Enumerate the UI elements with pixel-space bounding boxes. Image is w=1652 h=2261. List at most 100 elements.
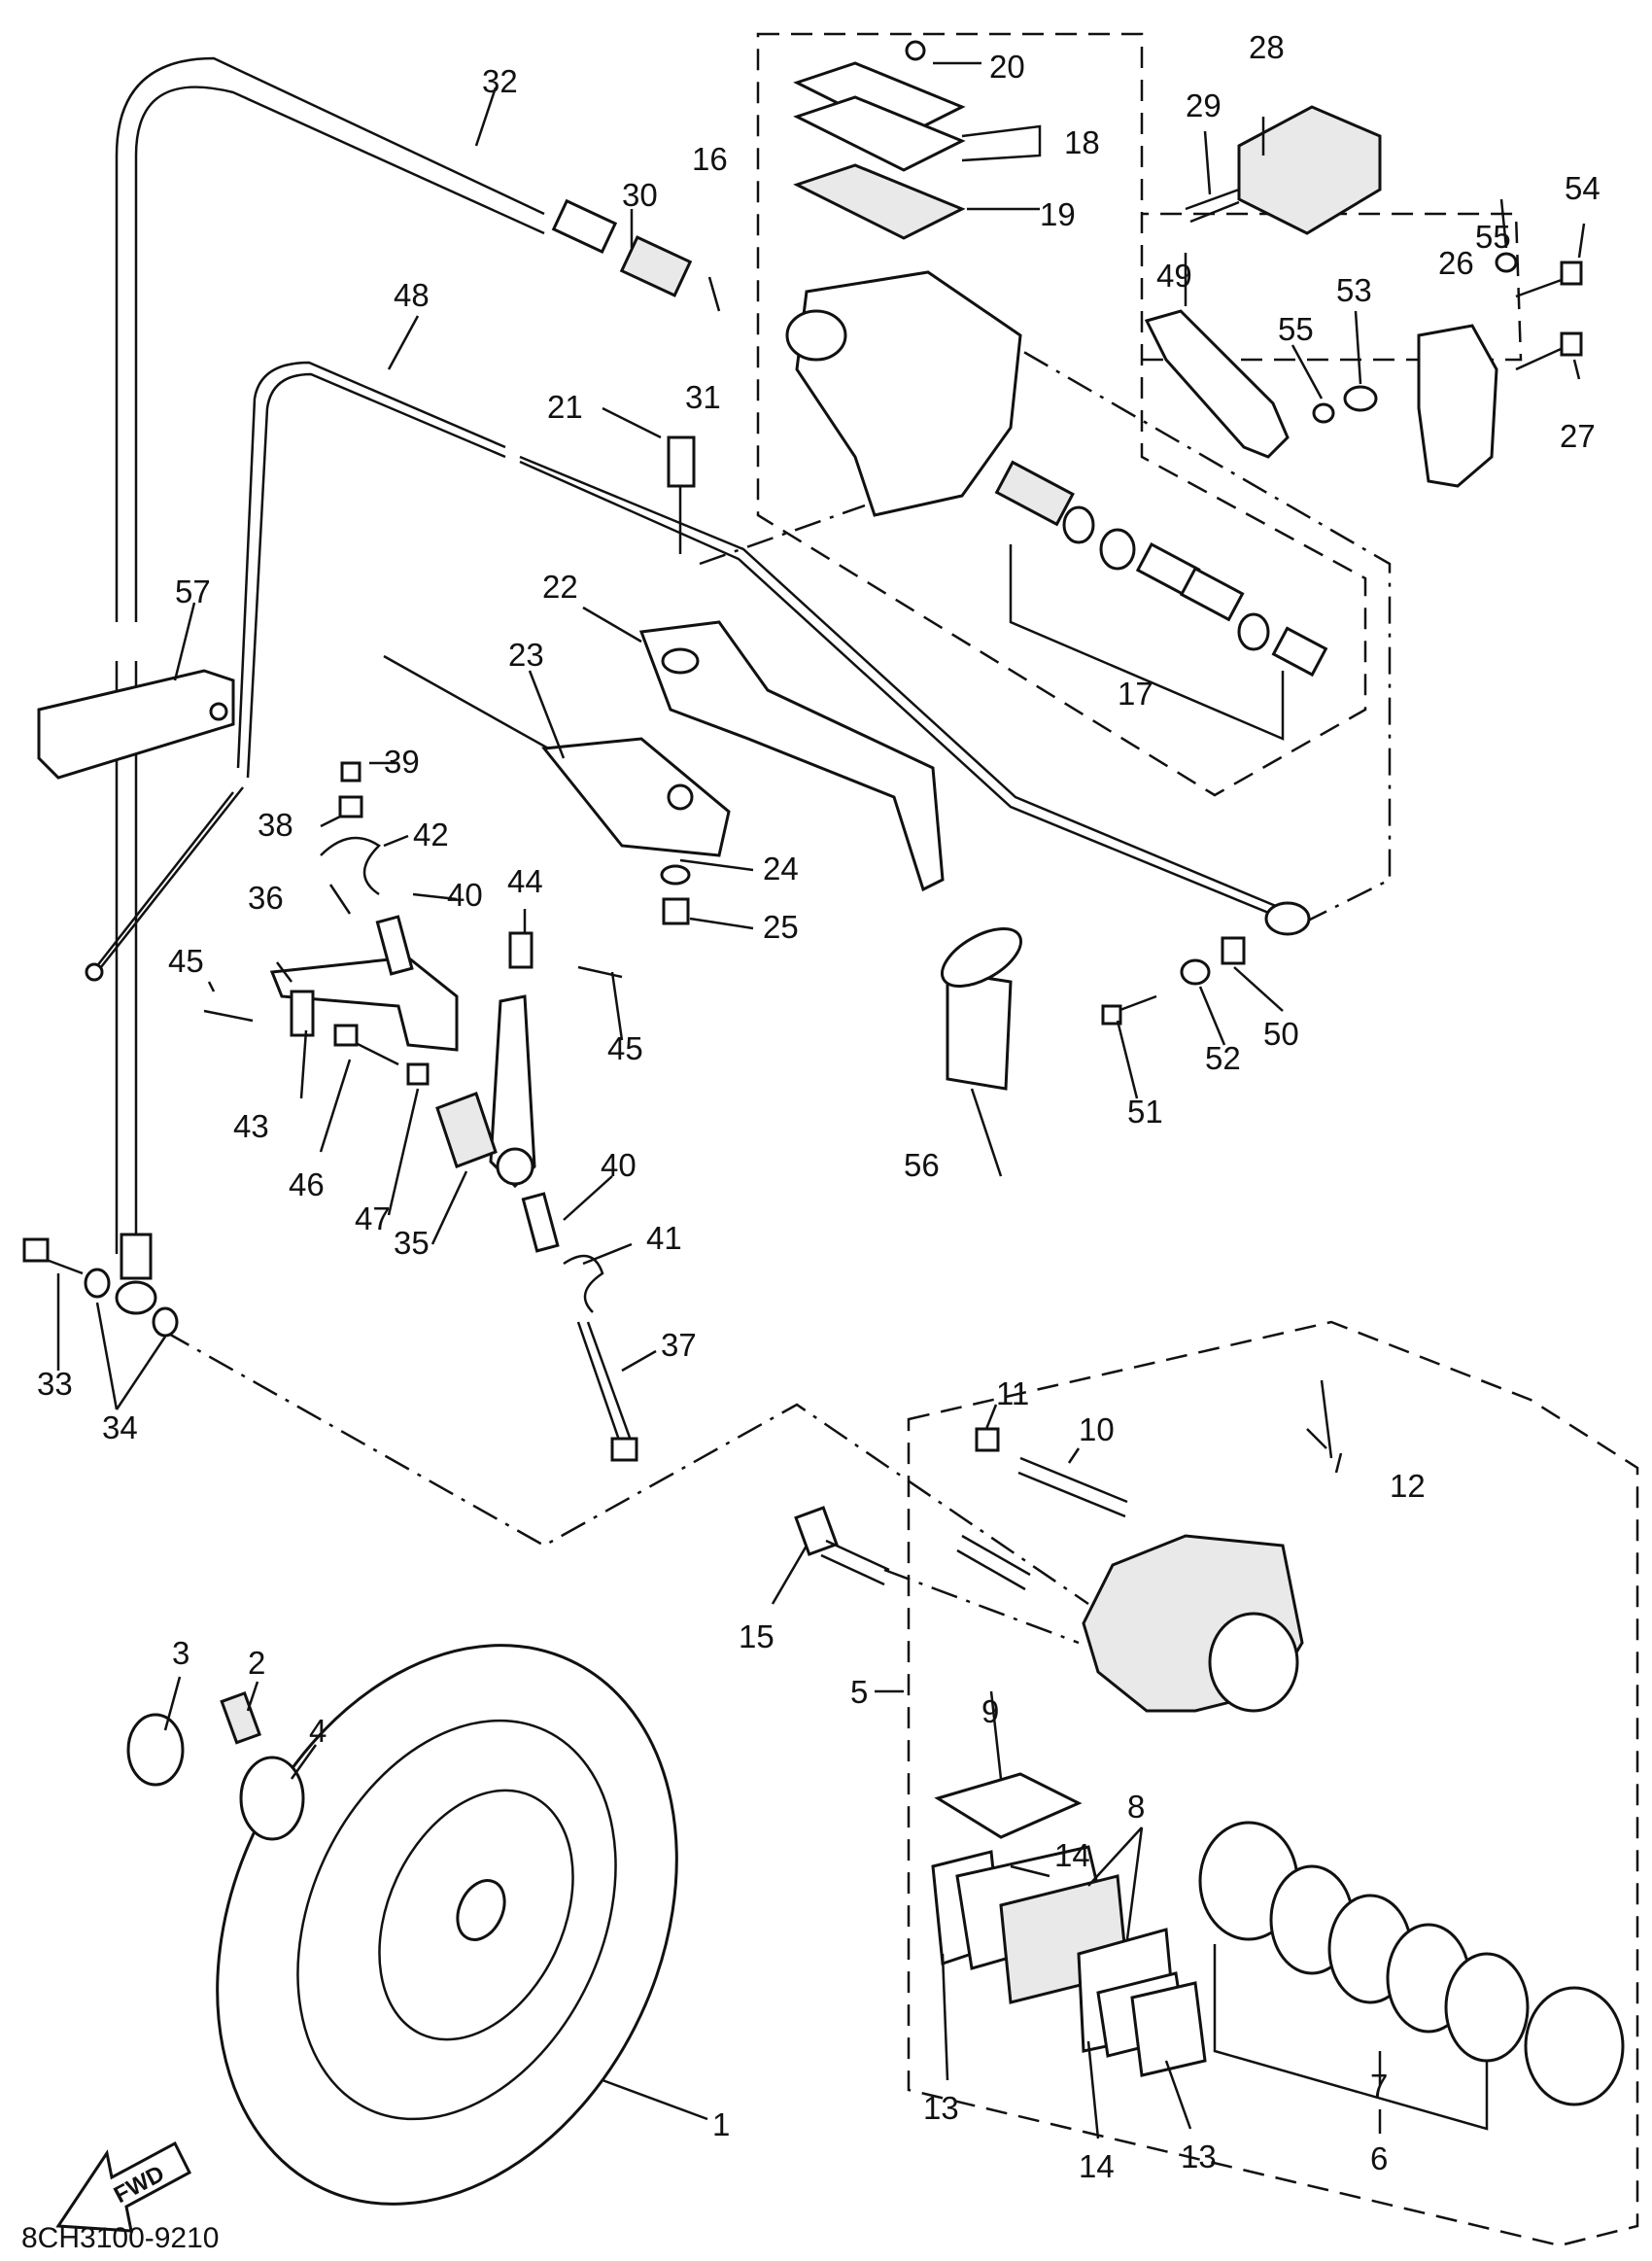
pin-43 xyxy=(290,990,315,1037)
hose-end-fitting xyxy=(120,1233,153,1280)
washer-34a xyxy=(84,1268,111,1299)
label-part-14b: 14 xyxy=(1079,2148,1115,2184)
piston-kit xyxy=(994,460,1328,678)
label-part-3: 3 xyxy=(172,1635,189,1671)
label-part-55a: 55 xyxy=(1475,219,1511,255)
cotter-pin-45a xyxy=(203,1009,254,1023)
label-part-4: 4 xyxy=(309,1713,327,1749)
piston-seal-d xyxy=(1444,1952,1530,2063)
label-part-33: 33 xyxy=(37,1366,73,1402)
washer-55a xyxy=(1312,402,1335,424)
pad-spring-9 xyxy=(934,1772,1083,1839)
label-part-11: 11 xyxy=(996,1375,1029,1411)
screw-51 xyxy=(1117,994,1157,1013)
hose-clamp xyxy=(37,669,235,780)
label-part-45a: 45 xyxy=(168,943,204,979)
label-part-50: 50 xyxy=(1263,1016,1299,1052)
bracket-bolt-head xyxy=(667,783,694,811)
hose-banjo xyxy=(115,1280,157,1315)
label-part-57: 57 xyxy=(175,574,211,609)
washer-4 xyxy=(239,1756,305,1841)
label-part-25: 25 xyxy=(763,909,799,945)
cable-eye-end xyxy=(1264,901,1311,936)
label-part-7: 7 xyxy=(1370,2068,1388,2104)
pin-40b xyxy=(521,1192,560,1253)
bolt-connector xyxy=(883,1568,1080,1645)
label-part-22: 22 xyxy=(542,569,578,605)
brake-disc-center xyxy=(456,1879,506,1941)
master-cylinder-group-outline xyxy=(756,32,1367,797)
bolt-27-head xyxy=(1560,331,1583,357)
cap-screw xyxy=(905,40,926,61)
nut-47 xyxy=(406,1062,430,1086)
clip-44 xyxy=(508,931,533,969)
brake-disc-outer xyxy=(216,1644,678,2206)
label-part-23: 23 xyxy=(508,637,544,673)
hose-fitting xyxy=(551,198,618,254)
hose-fitting-nut-30 xyxy=(619,235,693,297)
label-part-31: 31 xyxy=(685,379,721,415)
cotter-pin-45b xyxy=(577,965,623,979)
label-part-44: 44 xyxy=(507,863,543,899)
label-part-55b: 55 xyxy=(1278,311,1314,347)
link-block-35 xyxy=(435,1092,498,1168)
label-part-32: 32 xyxy=(482,63,518,99)
fwd-arrow: FWD xyxy=(55,2140,191,2233)
key-2 xyxy=(220,1690,262,1745)
diaphragm xyxy=(793,163,966,240)
label-part-20: 20 xyxy=(989,49,1025,85)
label-part-17: 17 xyxy=(1118,676,1153,712)
label-part-26: 26 xyxy=(1438,245,1474,281)
caliper-group-outline xyxy=(907,1320,1639,2247)
brake-disc-inner xyxy=(296,1719,617,2121)
bleed-screw-12 xyxy=(1306,1379,1333,1459)
label-part-53: 53 xyxy=(1336,272,1372,308)
label-part-52: 52 xyxy=(1205,1040,1241,1076)
bolt-54-head xyxy=(1560,261,1583,286)
label-part-40b: 40 xyxy=(601,1147,637,1183)
label-part-40a: 40 xyxy=(447,877,483,913)
label-part-13a: 13 xyxy=(923,2090,959,2126)
cable-connector xyxy=(1019,348,1392,925)
brake-pedal xyxy=(1144,309,1290,459)
part-number-labels: 1 2 3 4 5 6 7 8 9 10 11 12 13 14 13 14 1… xyxy=(37,29,1600,2184)
nut-38 xyxy=(338,795,363,818)
collar-53 xyxy=(1343,385,1378,412)
cable-end-ball xyxy=(85,962,104,982)
label-part-49: 49 xyxy=(1156,258,1192,294)
rod-37 xyxy=(576,1321,636,1449)
label-part-37: 37 xyxy=(661,1327,697,1363)
label-part-34: 34 xyxy=(102,1409,138,1445)
caliper-piston-bore xyxy=(1208,1612,1299,1713)
label-part-29: 29 xyxy=(1186,87,1222,123)
lever-bracket xyxy=(541,737,731,857)
brake-lever xyxy=(638,620,945,892)
brake-hose xyxy=(115,56,545,1254)
label-part-46: 46 xyxy=(289,1166,325,1202)
piston-kit-bracket xyxy=(1009,544,1285,741)
switch-screw-29 xyxy=(1185,188,1240,224)
label-part-28: 28 xyxy=(1249,29,1285,65)
label-part-12: 12 xyxy=(1390,1468,1426,1504)
cable-end-adjuster xyxy=(91,786,244,973)
master-cylinder-body xyxy=(795,270,1022,517)
pad-pin-10 xyxy=(1017,1456,1128,1518)
label-part-35: 35 xyxy=(394,1225,430,1261)
rod-37-end xyxy=(610,1437,638,1462)
label-part-16: 16 xyxy=(692,141,728,177)
label-part-9: 9 xyxy=(981,1693,999,1729)
label-part-14a: 14 xyxy=(1054,1837,1090,1873)
caliper-bolt-upper xyxy=(956,1534,1031,1591)
caliper-bolt-15 xyxy=(794,1506,839,1556)
label-part-45b: 45 xyxy=(607,1030,643,1066)
washer-52 xyxy=(1180,958,1211,986)
circlip-3 xyxy=(126,1713,185,1787)
diagram-code: 8CH3100-9210 xyxy=(21,2222,219,2254)
label-part-27: 27 xyxy=(1560,418,1596,454)
bolt-46-head xyxy=(333,1024,359,1047)
label-part-54: 54 xyxy=(1565,170,1600,206)
bolt-33 xyxy=(43,1257,84,1275)
brake-disc-hub xyxy=(378,1789,574,2041)
label-part-36: 36 xyxy=(248,880,284,916)
lever-pivot xyxy=(661,647,700,675)
